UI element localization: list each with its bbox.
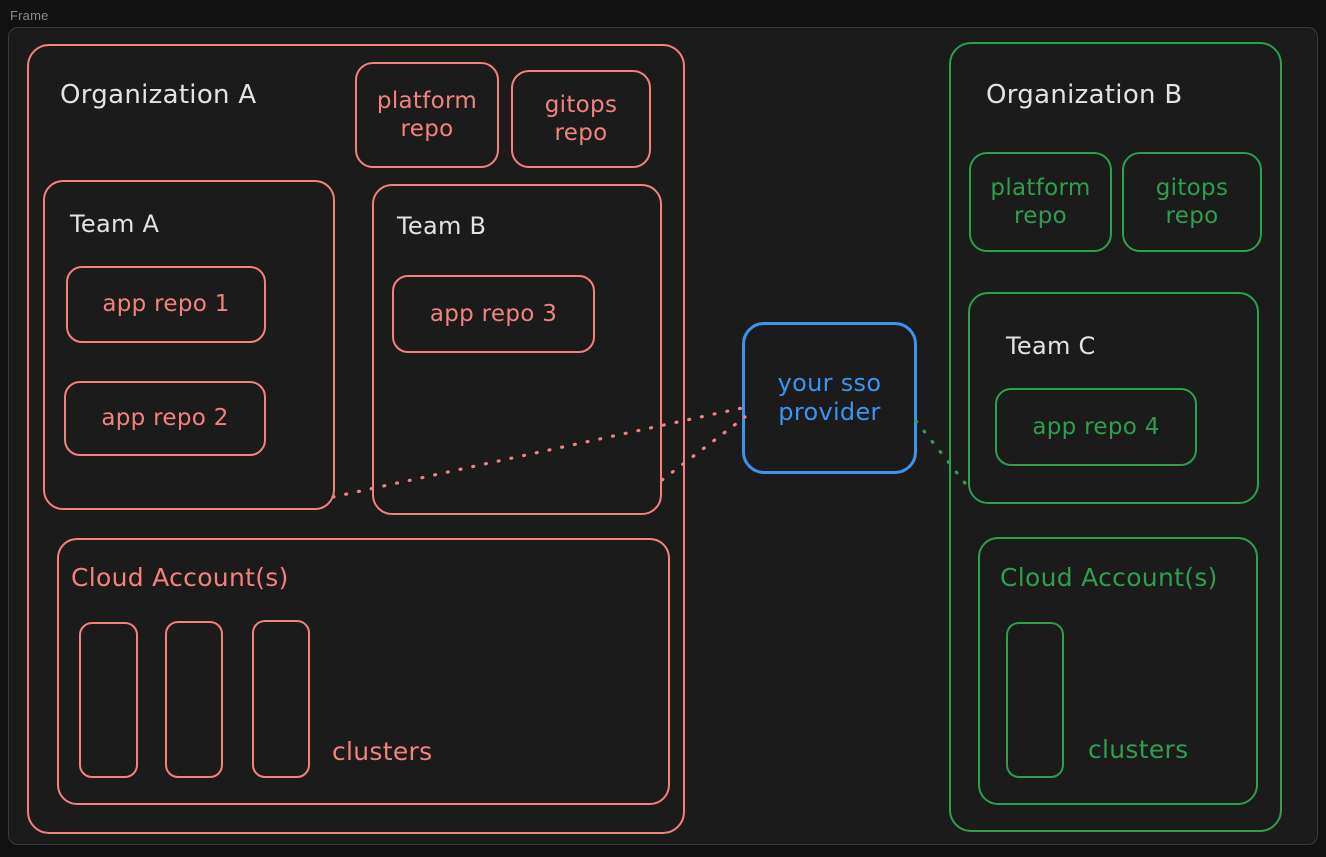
gitops-repo-b-box[interactable]	[1122, 152, 1262, 252]
sso-provider-box[interactable]	[742, 322, 917, 474]
app-repo-1-box[interactable]	[66, 266, 266, 343]
app-repo-1-label: app repo 1	[102, 291, 230, 318]
cluster-b-1[interactable]	[1006, 622, 1064, 778]
cluster-a-1[interactable]	[79, 622, 138, 778]
cloud-account-b-box[interactable]	[978, 537, 1258, 805]
clusters-b-label: clusters	[1088, 735, 1189, 764]
app-repo-3-label: app repo 3	[429, 300, 558, 327]
team-c-title: Team C	[1006, 332, 1096, 360]
platform-repo-a-box[interactable]	[355, 62, 499, 168]
team-c-box[interactable]	[968, 292, 1259, 504]
team-b-title: Team B	[397, 212, 487, 240]
cloud-account-a-title: Cloud Account(s)	[71, 563, 289, 592]
team-a-title: Team A	[70, 210, 160, 238]
gitops-repo-a-box[interactable]	[511, 70, 651, 168]
team-a-box[interactable]	[43, 180, 335, 510]
cloud-account-b-title: Cloud Account(s)	[1000, 563, 1218, 592]
cluster-a-2[interactable]	[165, 621, 223, 778]
organization-b-title: Organization B	[986, 80, 1183, 110]
platform-repo-a-label: platform repo	[376, 87, 478, 142]
platform-repo-b-box[interactable]	[969, 152, 1112, 252]
app-repo-4-label: app repo 4	[1032, 413, 1160, 440]
team-b-box[interactable]	[372, 184, 662, 515]
organization-a-title: Organization A	[60, 80, 257, 110]
app-repo-2-box[interactable]	[64, 381, 266, 456]
gitops-repo-b-label: gitops repo	[1155, 174, 1229, 229]
cluster-a-3[interactable]	[252, 620, 310, 778]
sso-provider-label: your sso provider	[777, 368, 882, 426]
frame-label: Frame	[10, 8, 49, 23]
clusters-a-label: clusters	[332, 737, 433, 766]
cloud-account-a-box[interactable]	[57, 538, 670, 805]
gitops-repo-a-label: gitops repo	[544, 91, 618, 146]
platform-repo-b-label: platform repo	[990, 174, 1091, 229]
app-repo-3-box[interactable]	[392, 275, 595, 353]
app-repo-2-label: app repo 2	[101, 405, 229, 432]
app-repo-4-box[interactable]	[995, 388, 1197, 466]
